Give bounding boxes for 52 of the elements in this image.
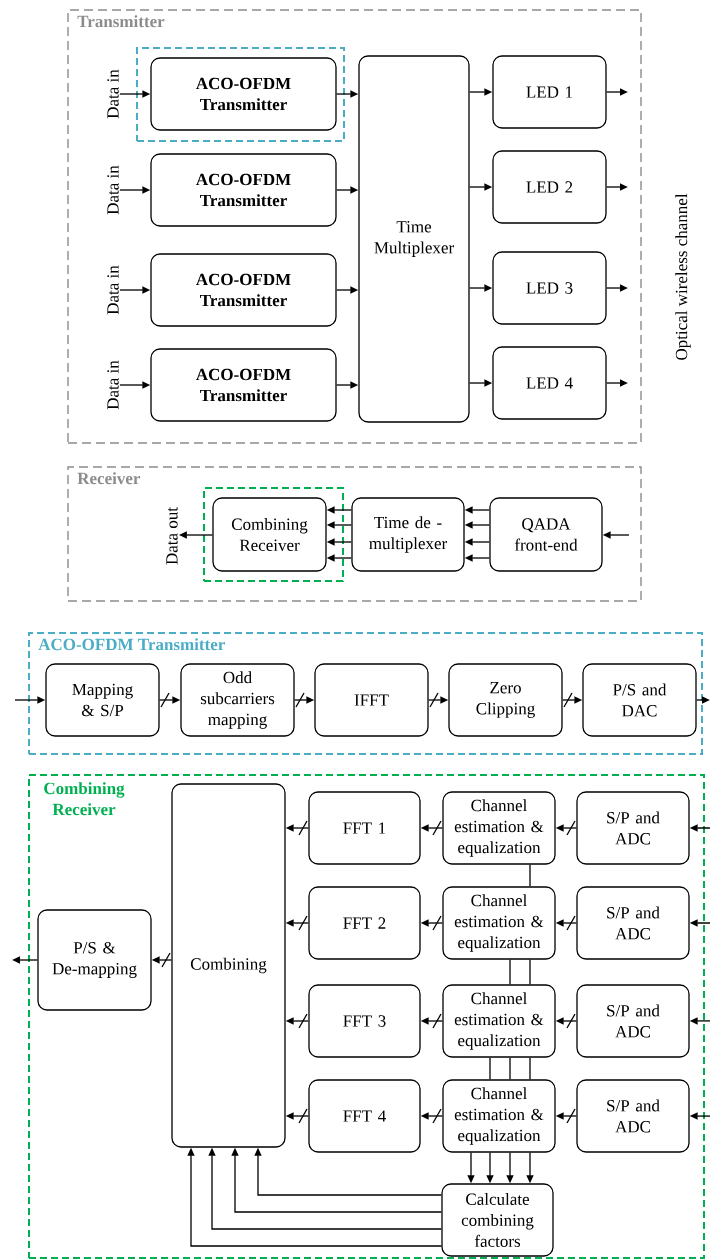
process-box: Channel estimation & equalization [442, 1079, 556, 1153]
process-box: LED 2 [492, 150, 607, 224]
process-box: FFT 4 [308, 1079, 421, 1153]
process-box: LED 4 [492, 346, 607, 420]
process-box: FFT 1 [308, 791, 421, 865]
highlight-frame [136, 47, 345, 142]
process-box: Mapping & S/P [45, 663, 160, 737]
rotated-label: Optical wireless channel [675, 193, 691, 360]
process-box: Channel estimation & equalization [442, 984, 556, 1058]
process-box: Zero Clipping [448, 663, 563, 737]
process-box: Calculate combining factors [441, 1183, 554, 1257]
process-box: S/P and ADC [576, 1079, 690, 1153]
vertical-label: Data in [107, 265, 119, 315]
arrow [606, 88, 628, 96]
process-box: Channel estimation & equalization [442, 791, 556, 865]
connector-line [529, 1057, 531, 1080]
process-box: LED 3 [492, 251, 607, 325]
process-box: LED 1 [492, 55, 607, 129]
process-box: Odd subcarriers mapping [180, 663, 295, 737]
process-box: QADA front-end [489, 497, 603, 572]
process-box: ACO-OFDM Transmitter [150, 153, 337, 227]
vertical-label: Data in [107, 165, 119, 215]
process-box: Time de - multiplexer [351, 497, 465, 572]
connector-line [489, 1057, 491, 1080]
arrow [606, 183, 628, 191]
process-box: IFFT [314, 663, 429, 737]
arrow [696, 696, 710, 704]
process-box: S/P and ADC [576, 791, 690, 865]
vertical-label: Data out [166, 507, 178, 565]
vertical-label: Data in [107, 69, 119, 119]
connector-line [509, 1057, 511, 1080]
process-box: P/S & De-mapping [37, 909, 152, 1011]
process-box: Combining [171, 783, 286, 1148]
process-box: S/P and ADC [576, 886, 690, 960]
arrow [12, 956, 38, 964]
connector-line [529, 864, 531, 887]
highlight-frame [203, 487, 344, 582]
connector-line [509, 959, 511, 985]
process-box: Combining Receiver [212, 497, 327, 572]
connector-line [529, 959, 531, 985]
process-box: Time Multiplexer [358, 55, 470, 423]
process-box: ACO-OFDM Transmitter [150, 57, 337, 131]
process-box: FFT 3 [308, 984, 421, 1058]
vertical-label: Data in [107, 360, 119, 410]
process-box: Channel estimation & equalization [442, 886, 556, 960]
process-box: S/P and ADC [576, 984, 690, 1058]
arrow [606, 284, 628, 292]
arrow [606, 379, 628, 387]
process-box: ACO-OFDM Transmitter [150, 253, 337, 327]
process-box: FFT 2 [308, 886, 421, 960]
process-box: ACO-OFDM Transmitter [150, 348, 337, 422]
process-box: P/S and DAC [582, 663, 697, 737]
